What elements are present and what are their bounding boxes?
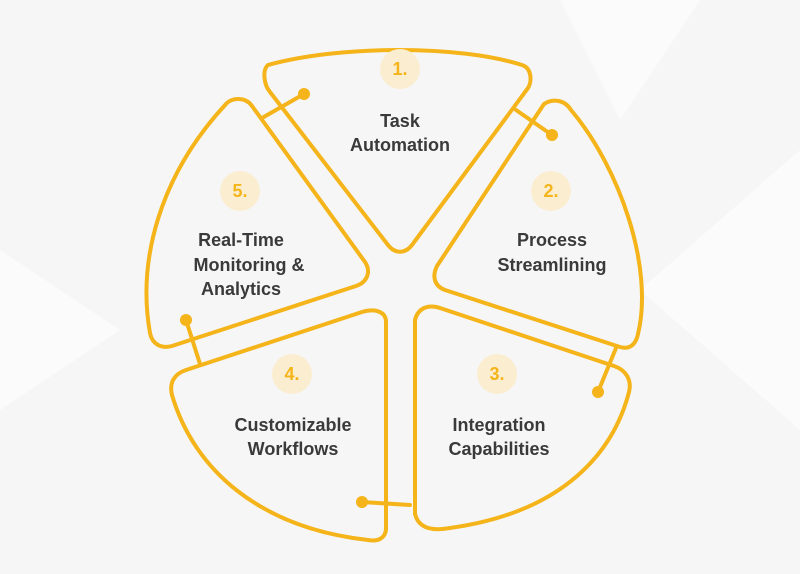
connector-dot-3 xyxy=(592,386,604,398)
segment-4-label-line-1: Customizable xyxy=(234,415,351,435)
segment-1-number: 1. xyxy=(392,59,407,79)
segment-1-outline xyxy=(262,48,533,254)
segment-4-number: 4. xyxy=(284,364,299,384)
segment-3-label-line-2: Capabilities xyxy=(448,439,549,459)
background-pattern xyxy=(0,0,800,430)
badge-3 xyxy=(477,354,517,394)
connector-dot-5 xyxy=(180,314,192,326)
segment-5-label-line-2: Monitoring & xyxy=(194,255,305,275)
connector-4-3 xyxy=(360,500,412,507)
connector-2-1 xyxy=(514,108,554,137)
connector-5-4 xyxy=(184,318,202,366)
segment-5-label-line-3: Analytics xyxy=(201,279,281,299)
badge-1 xyxy=(380,49,420,89)
segment-2-label-line-2: Streamlining xyxy=(497,255,606,275)
segment-5-label-line-1: Real-Time xyxy=(198,230,284,250)
segment-1: 1. Task Automation xyxy=(260,48,533,254)
segment-5-outline xyxy=(144,97,370,349)
segment-4-label-line-2: Workflows xyxy=(248,439,339,459)
segment-5: 5. Real-Time Monitoring & Analytics xyxy=(144,97,370,366)
segment-5-number: 5. xyxy=(232,181,247,201)
badge-2 xyxy=(531,171,571,211)
connector-3-2 xyxy=(596,346,618,394)
segment-2-label-line-1: Process xyxy=(517,230,587,250)
segment-2: 2. Process Streamlining xyxy=(432,98,644,350)
segment-2-number: 2. xyxy=(543,181,558,201)
badge-4 xyxy=(272,354,312,394)
segment-3-number: 3. xyxy=(489,364,504,384)
connector-dot-4 xyxy=(356,496,368,508)
segment-2-outline xyxy=(432,98,644,350)
connector-dot-2 xyxy=(546,129,558,141)
badge-5 xyxy=(220,171,260,211)
segment-3-label-line-1: Integration xyxy=(453,415,546,435)
segment-1-label-line-1: Task xyxy=(380,111,421,131)
segment-4: 4. Customizable Workflows xyxy=(169,308,412,543)
segment-3-outline xyxy=(413,304,632,532)
connector-dot-1 xyxy=(298,88,310,100)
connector-1-5 xyxy=(260,92,306,120)
segment-1-label-line-2: Automation xyxy=(350,135,450,155)
segment-3: 3. Integration Capabilities xyxy=(413,304,632,532)
segment-4-outline xyxy=(169,308,388,543)
